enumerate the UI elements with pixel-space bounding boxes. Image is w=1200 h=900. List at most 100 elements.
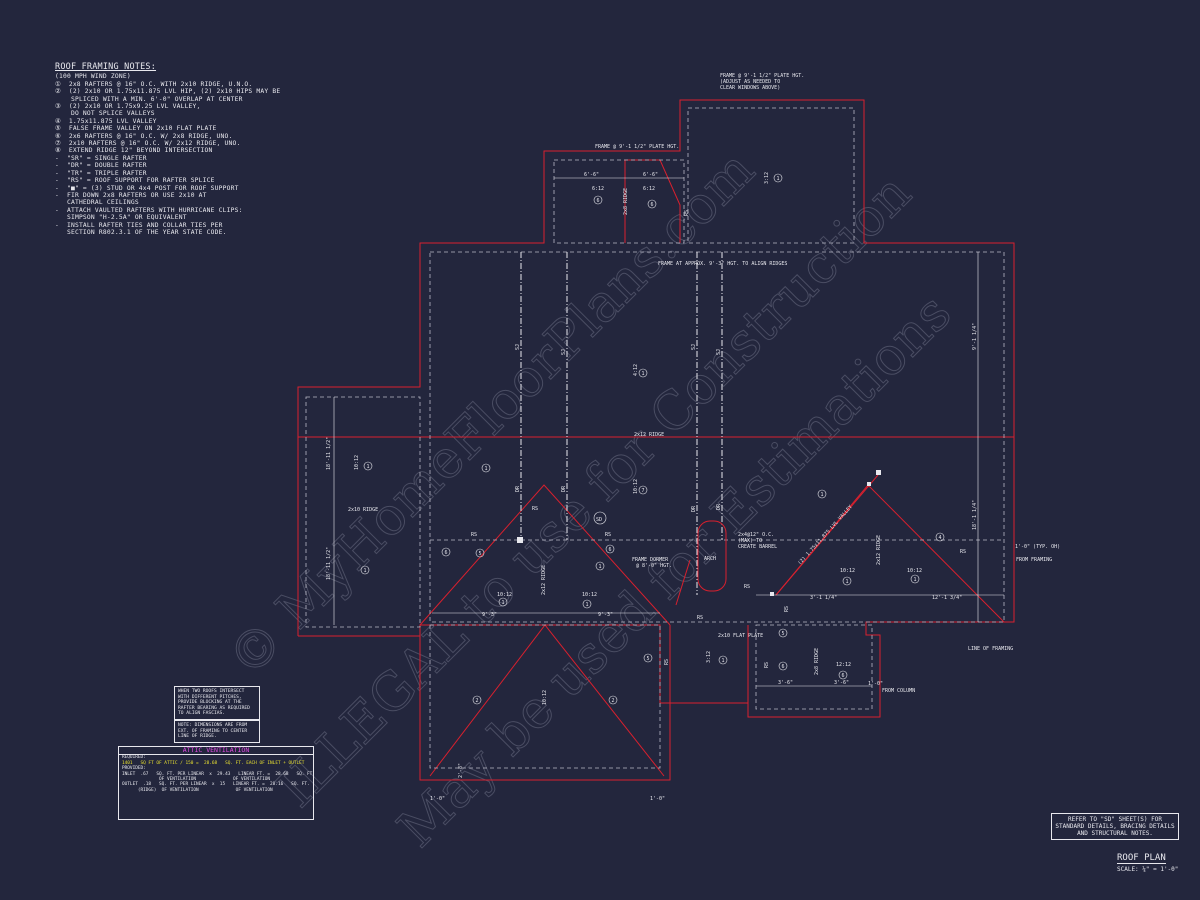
label-sj: SJ <box>515 344 521 350</box>
roof-framing-notes: ROOF FRAMING NOTES: (100 MPH WIND ZONE)①… <box>55 63 280 236</box>
callout-circle <box>842 576 852 586</box>
callout-label: 2 <box>611 698 614 704</box>
dimension-lines <box>333 177 1004 687</box>
label-arch: ARCH <box>704 556 716 562</box>
callout-circle <box>778 661 788 671</box>
label-pitch-1012b: 10:12 <box>633 479 639 494</box>
note-line: - "DR" = DOUBLE RAFTER <box>55 162 147 170</box>
callout-label: 1 <box>598 564 601 570</box>
note-line: - ATTACH VAULTED RAFTERS WITH HURRICANE … <box>55 206 243 214</box>
label-rs: RS <box>532 506 538 512</box>
label-sd: SD <box>596 517 602 523</box>
callout-circle <box>817 489 827 499</box>
label-sj: SJ <box>716 349 722 355</box>
overhang-top-left <box>553 159 685 244</box>
attic-ventilation-table: ATTIC VENTILATION REQUIRED: 1401 SQ FT O… <box>118 746 315 820</box>
label-sj: SJ <box>691 344 697 350</box>
callout-circle <box>608 695 618 705</box>
label-dim-10a: 1'-0" <box>868 681 883 687</box>
callout-label: 1 <box>366 464 369 470</box>
label-dim-10b: 1'-0" <box>430 796 445 802</box>
callouts <box>360 173 945 705</box>
callout-label: 1 <box>845 579 848 585</box>
callout-label: 5 <box>478 551 481 557</box>
note-line: - "■" = (3) STUD OR 4x4 POST FOR ROOF SU… <box>55 184 239 192</box>
label-dim-93a: 9'-3" <box>482 612 497 618</box>
label-pitch-612a: 6:12 <box>592 186 604 192</box>
label-pitch-1012d: 10:12 <box>907 568 922 574</box>
callout-circle <box>643 653 653 663</box>
label-flat-plate: 2x10 FLAT PLATE <box>718 633 763 639</box>
label-ridge-2x12b: 2x12 RIDGE <box>876 535 882 565</box>
label-barrel-3: CREATE BARREL <box>738 544 777 550</box>
callout-label: 6 <box>608 547 611 553</box>
label-frame-top: FRAME @ 9'-1 1/2" PLATE HGT. <box>720 73 804 79</box>
overhang-right-lower <box>755 624 873 710</box>
callout-label: 1 <box>501 600 504 606</box>
note-line: (100 MPH WIND ZONE) <box>55 73 131 81</box>
label-line-of-framing: LINE OF FRAMING <box>968 646 1013 652</box>
overhang-lines <box>305 107 1005 769</box>
label-rs: RS <box>764 662 770 668</box>
label-pitch-1012e: 10:12 <box>497 592 512 598</box>
note-line: ② (2) 2x10 OR 1.75x11.875 LVL HIP, (2) 2… <box>55 88 281 96</box>
callout-label: 5 <box>781 631 784 637</box>
note-line: - INSTALL RAFTER TIES AND COLLAR TIES PE… <box>55 221 223 229</box>
ventilation-title: ATTIC VENTILATION <box>119 747 313 756</box>
callout-circle <box>481 463 491 473</box>
note-line: ④ 1.75x11.875 LVL VALLEY <box>55 117 157 125</box>
note-line: - "TR" = TRIPLE RAFTER <box>55 169 147 177</box>
callout-circle <box>910 574 920 584</box>
label-dim-1811a: 18'-11 1/2" <box>326 437 332 470</box>
callout-label: 1 <box>484 466 487 472</box>
label-ridge-2x10: 2x10 RIDGE <box>348 507 378 513</box>
callout-label: 1 <box>641 371 644 377</box>
post-2 <box>876 470 881 475</box>
note-line: ① 2x8 RAFTERS @ 16" O.C. WITH 2x10 RIDGE… <box>55 80 253 88</box>
posts <box>517 470 881 596</box>
label-dim-28: 2'-8" <box>458 763 464 778</box>
callout-circle <box>593 195 603 205</box>
label-typ: 1'-0" (TYP. OH) <box>1015 544 1060 550</box>
label-ridge-2x8b: 2x8 RIDGE <box>814 648 820 675</box>
ventilation-required-label: REQUIRED: <box>122 755 146 761</box>
ventilation-provided-label: PROVIDED: <box>122 766 146 772</box>
callout-label: 4 <box>938 535 941 541</box>
note-line: ⑧ EXTEND RIDGE 12" BEYOND INTERSECTION <box>55 147 213 155</box>
post-4 <box>770 592 774 596</box>
label-dim-1811b: 18'-11 1/2" <box>326 547 332 580</box>
label-dim-10c: 1'-0" <box>650 796 665 802</box>
ventilation-required: 1401 SQ FT OF ATTIC / 150 = 28.68 SQ. FT… <box>122 760 305 766</box>
beams <box>520 252 723 595</box>
label-frame-left: FRAME @ 9'-1 1/2" PLATE HGT. <box>595 144 679 150</box>
label-ridge-2x12c: 2x12 RIDGE <box>541 565 547 595</box>
note-line: ⑥ 2x6 RAFTERS @ 16" O.C. W/ 2x8 RIDGE, U… <box>55 132 233 140</box>
callout-label: 6 <box>596 198 599 204</box>
label-pitch-312: 3:12 <box>764 172 770 184</box>
post-3 <box>867 482 871 486</box>
label-from-column: FROM COLUMN <box>882 688 915 694</box>
note-line: ③ (2) 2x10 OR 1.75x9.25 LVL VALLEY, <box>55 103 201 111</box>
label-rs: RS <box>784 606 790 612</box>
wall-outline-main <box>297 99 1015 718</box>
wall-outline <box>297 99 1015 781</box>
note-line: - FIR DOWN 2x8 RAFTERS OR USE 2x10 AT <box>55 191 207 199</box>
overhang-lower <box>429 624 661 769</box>
note-line: SECTION R802.3.1 OF THE YEAR STATE CODE. <box>55 228 227 236</box>
dimension-note: NOTE: DIMENSIONS ARE FROM EXT. OF FRAMIN… <box>174 720 260 743</box>
callout-label: 6 <box>781 664 784 670</box>
label-frame-top-sub1: (ADJUST AS NEEDED TO <box>720 79 780 85</box>
label-pitch-1012c: 10:12 <box>840 568 855 574</box>
callout-circle <box>773 173 783 183</box>
intersect-note: WHEN TWO ROOFS INTERSECT WITH DIFFERENT … <box>174 686 260 720</box>
label-ridge-2x8: 2x8 RIDGE <box>623 188 629 215</box>
post-1 <box>517 537 523 543</box>
dormer-hip <box>675 559 691 606</box>
callout-labels: 1 6 6 1 1 1 1 7 1 6 5 6 1 4 1 1 1 1 5 1 … <box>363 176 941 704</box>
callout-label: 5 <box>646 656 649 662</box>
notes-list: (100 MPH WIND ZONE)① 2x8 RAFTERS @ 16" O… <box>55 73 280 236</box>
label-frame-dormer-sub: @ 8'-0" HGT. <box>636 563 672 569</box>
callout-label: 1 <box>776 176 779 182</box>
